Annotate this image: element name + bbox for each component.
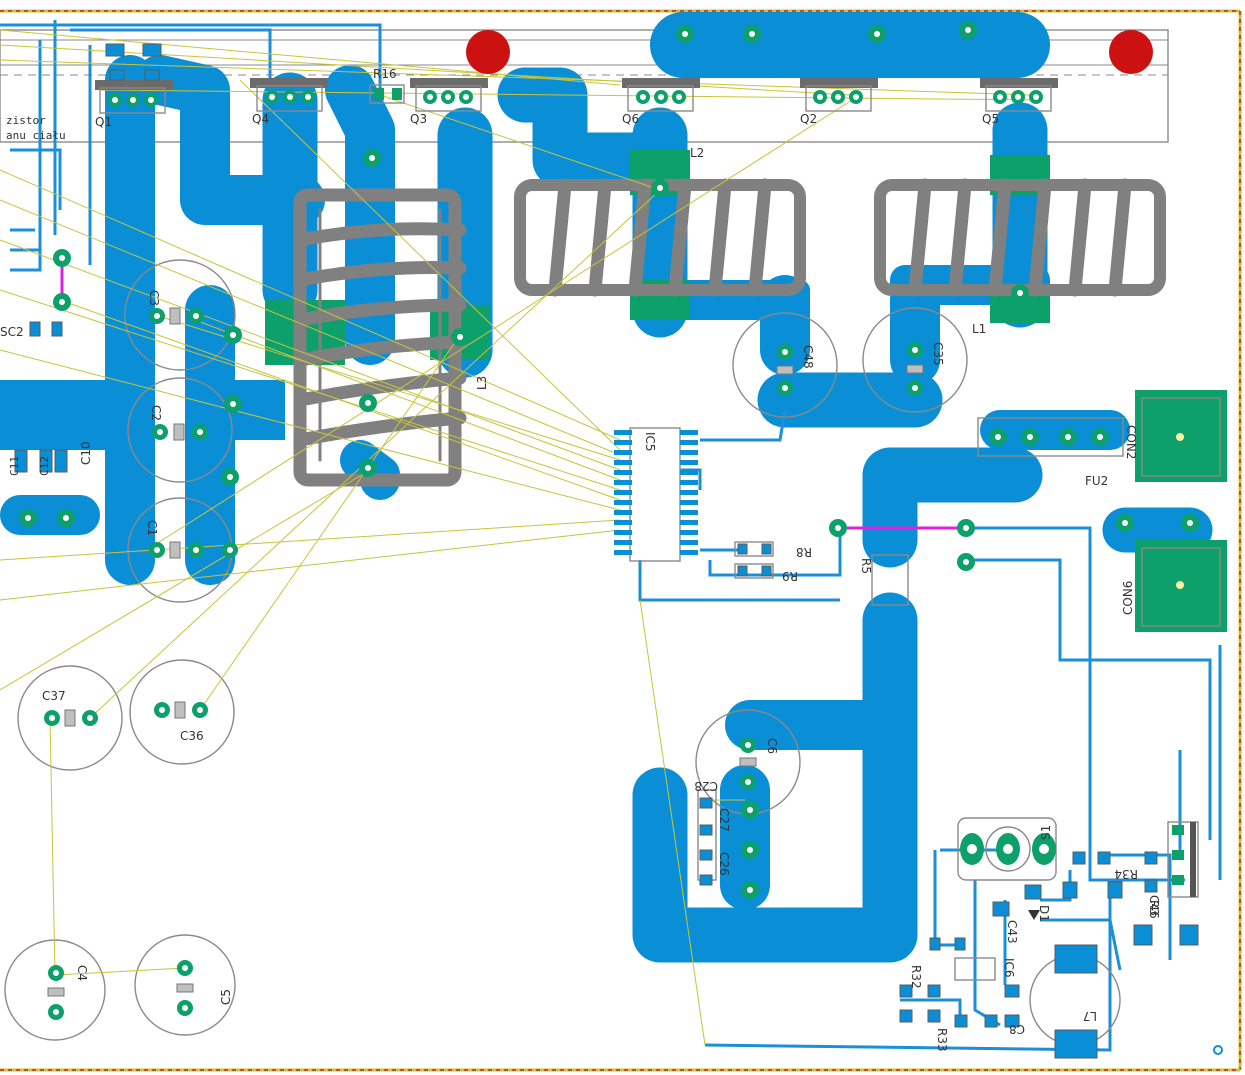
q6-label: Q6 <box>622 112 639 126</box>
c37-label: C37 <box>42 689 66 703</box>
r5-label: R5 <box>859 558 873 574</box>
ratsnest <box>0 29 1036 1046</box>
c8-label: C8 <box>1009 1022 1025 1036</box>
smd-cluster <box>14 43 1223 1059</box>
copper-pours <box>0 12 1213 963</box>
con2-label: CON2 <box>1124 425 1138 459</box>
r8-label: R8 <box>796 545 812 559</box>
resistor-r5[interactable]: R5 <box>859 554 909 606</box>
q5-label: Q5 <box>982 112 999 126</box>
r16-label: R16 <box>373 67 397 81</box>
q3-label: Q3 <box>410 112 427 126</box>
d1-label: D1 <box>1037 905 1051 922</box>
component-labels: L2 L1 L3 C10 C11 C12 SC2 zistor anu ciał… <box>0 114 1161 1052</box>
ic5-chip[interactable]: IC5 <box>614 427 698 562</box>
transistor-q6[interactable]: Q6 <box>622 78 700 126</box>
capacitor-c4[interactable]: C4 <box>47 965 89 1020</box>
c10-label: C10 <box>79 441 93 465</box>
capacitor-c35[interactable]: C35 <box>906 342 945 396</box>
note-line-1: zistor <box>6 114 46 127</box>
transistor-q2[interactable]: Q2 <box>800 78 878 126</box>
c6-label: C6 <box>765 738 779 754</box>
r32-label: R32 <box>909 965 923 989</box>
q4-label: Q4 <box>252 112 269 126</box>
c43-label: C43 <box>1005 920 1019 944</box>
c26-label: C26 <box>717 852 731 876</box>
through-hole-pads <box>19 149 1199 899</box>
capacitor-c36[interactable]: C36 <box>154 701 208 743</box>
r9-label: R9 <box>782 569 798 583</box>
c36-label: C36 <box>180 729 204 743</box>
c28-label: C28 <box>694 779 718 793</box>
transistor-q3[interactable]: Q3 <box>410 78 488 126</box>
c5-label: C5 <box>219 989 233 1005</box>
ic6-label: IC6 <box>1002 958 1016 978</box>
c27-label: C27 <box>717 808 731 832</box>
c12-label: C12 <box>38 456 51 476</box>
c1-label: C1 <box>145 520 159 536</box>
fu2-label: FU2 <box>1085 474 1108 488</box>
resistor-r16[interactable]: R16 <box>369 67 405 104</box>
fiducial-markers <box>466 30 1153 74</box>
capacitor-c37[interactable]: C37 <box>42 689 98 727</box>
s1-label: S1 <box>1039 825 1053 840</box>
q2-label: Q2 <box>800 112 817 126</box>
note-line-2: anu ciału <box>6 129 66 142</box>
top-bus-pads <box>676 21 977 43</box>
capacitor-outlines <box>4 259 1121 1046</box>
connector-con6[interactable]: CON6 <box>1121 540 1227 632</box>
capacitor-c1[interactable]: C1 <box>145 520 238 559</box>
capacitor-c6[interactable]: C6 <box>739 737 779 790</box>
transistor-q1[interactable]: Q1 <box>95 80 173 129</box>
resistor-r8[interactable]: R8 <box>734 541 812 559</box>
q1-label: Q1 <box>95 115 112 129</box>
resistor-r9[interactable]: R9 <box>734 563 798 583</box>
con6-label: CON6 <box>1121 581 1135 615</box>
transistor-q5[interactable]: Q5 <box>980 78 1058 126</box>
fuse-fu2[interactable]: FU2 <box>977 417 1124 488</box>
c35-label: C35 <box>931 342 945 366</box>
ic5-label: IC5 <box>643 432 657 452</box>
capacitor-c3[interactable]: C3 <box>147 290 204 325</box>
connector-con2[interactable]: CON2 <box>1124 390 1227 482</box>
signal-traces <box>0 20 1222 1052</box>
l3-label: L3 <box>475 376 489 390</box>
r33-label: R33 <box>935 1028 949 1052</box>
c2-label: C2 <box>149 405 163 421</box>
c48-label: C48 <box>801 345 815 369</box>
board-edge <box>0 9 1242 1072</box>
sc2-label: SC2 <box>0 325 24 339</box>
r3-label: R3 <box>1147 900 1161 916</box>
l2-label: L2 <box>690 146 704 160</box>
c11-label: C11 <box>8 456 21 476</box>
l1-label: L1 <box>972 322 986 336</box>
c4-label: C4 <box>75 965 89 981</box>
r34-label: R34 <box>1114 867 1138 881</box>
transistor-q4[interactable]: Q4 <box>250 78 328 126</box>
c3-label: C3 <box>147 290 161 306</box>
capacitor-c5[interactable]: C5 <box>176 960 233 1016</box>
l7-label: L7 <box>1083 1009 1097 1023</box>
switch-s1[interactable]: S1 <box>957 817 1057 881</box>
capacitor-c2[interactable]: C2 <box>149 405 208 441</box>
c46-label: C46 <box>1147 895 1161 919</box>
capacitor-c48[interactable]: C48 <box>776 344 815 396</box>
